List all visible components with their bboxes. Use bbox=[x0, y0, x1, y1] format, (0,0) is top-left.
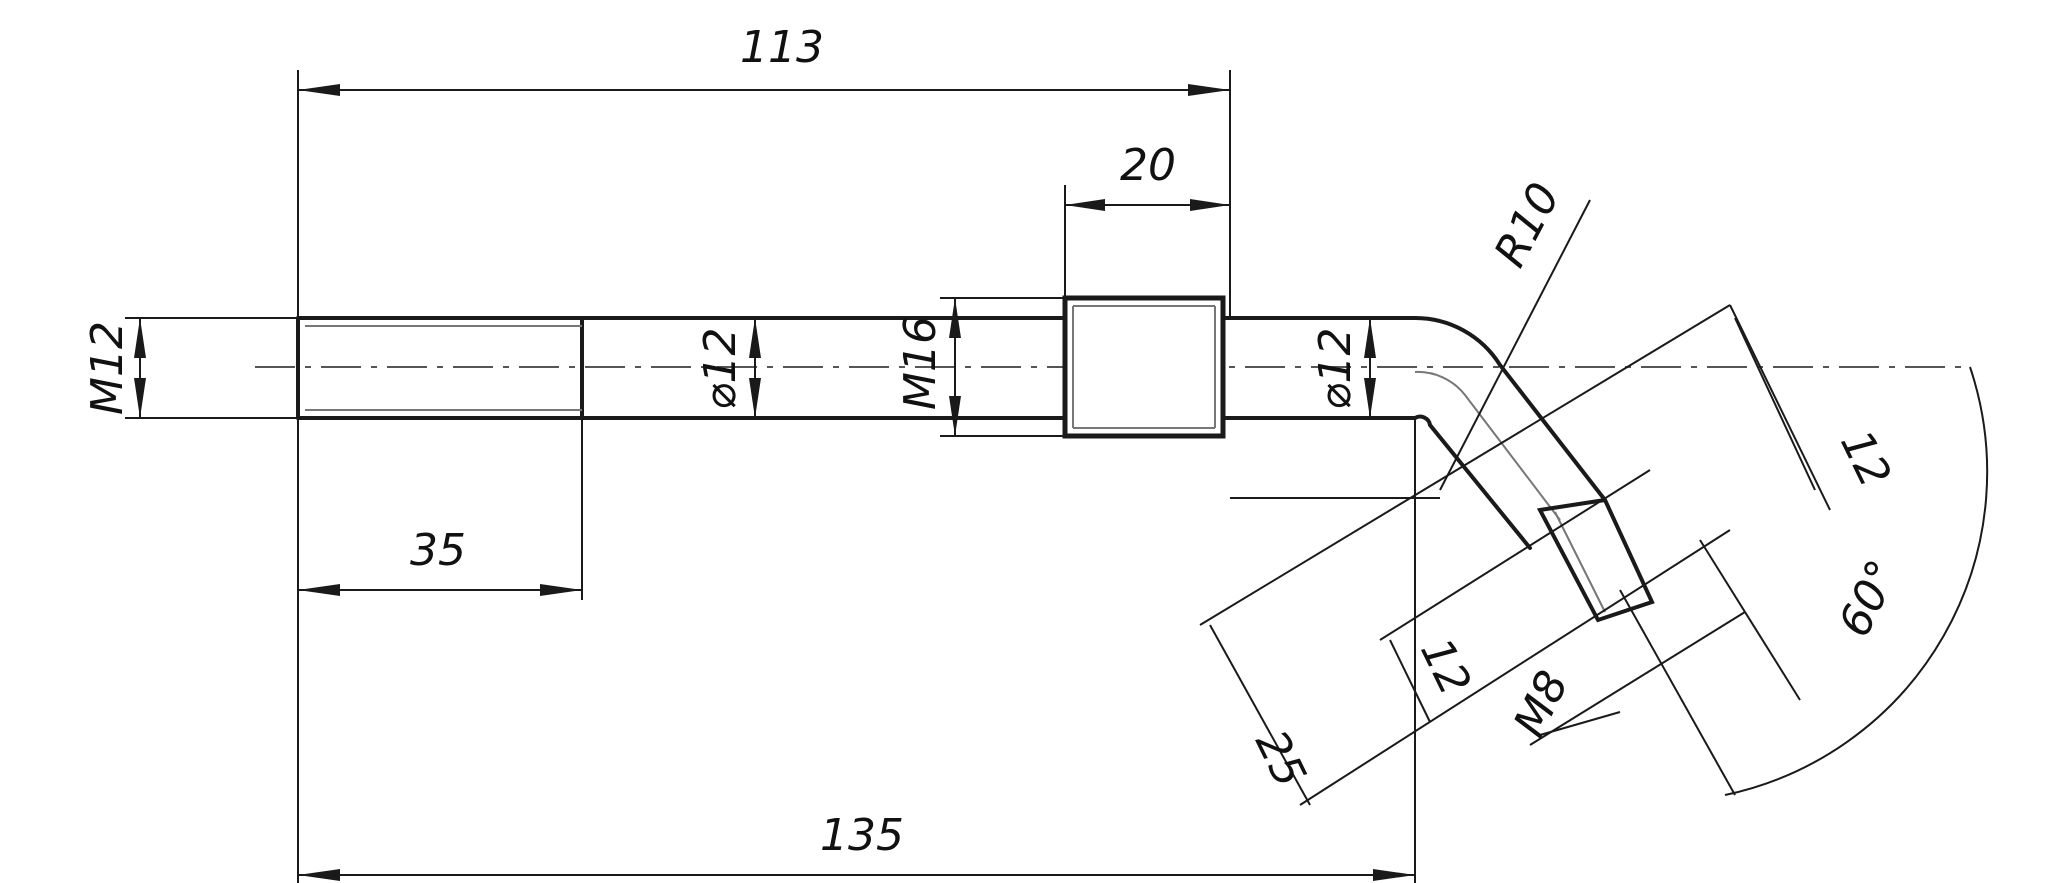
dim-35: 35 bbox=[410, 525, 466, 576]
leg-thread bbox=[1536, 497, 1655, 623]
dim-r10: R10 bbox=[1485, 175, 1571, 275]
dim-60-deg: 60° bbox=[1829, 552, 1909, 644]
dim-25: 25 bbox=[1245, 722, 1315, 795]
dim-m12: M12 bbox=[82, 321, 133, 415]
dim-dia12-b: ⌀12 bbox=[1310, 328, 1361, 410]
arrow-heads bbox=[134, 84, 1415, 881]
nut bbox=[1062, 295, 1226, 439]
dim-135: 135 bbox=[820, 810, 904, 861]
dim-12-top: 12 bbox=[1830, 422, 1900, 495]
left-thread bbox=[305, 316, 584, 420]
dim-20: 20 bbox=[1120, 140, 1176, 191]
dim-12-leg: 12 bbox=[1410, 630, 1480, 703]
dim-dia12-a: ⌀12 bbox=[695, 328, 746, 410]
dim-m8: M8 bbox=[1504, 663, 1579, 745]
extension-lines bbox=[125, 70, 1831, 883]
dim-m16: M16 bbox=[895, 316, 946, 410]
dimension-lines bbox=[139, 89, 1989, 876]
rod-body bbox=[296, 315, 1607, 550]
dim-113: 113 bbox=[740, 22, 824, 73]
